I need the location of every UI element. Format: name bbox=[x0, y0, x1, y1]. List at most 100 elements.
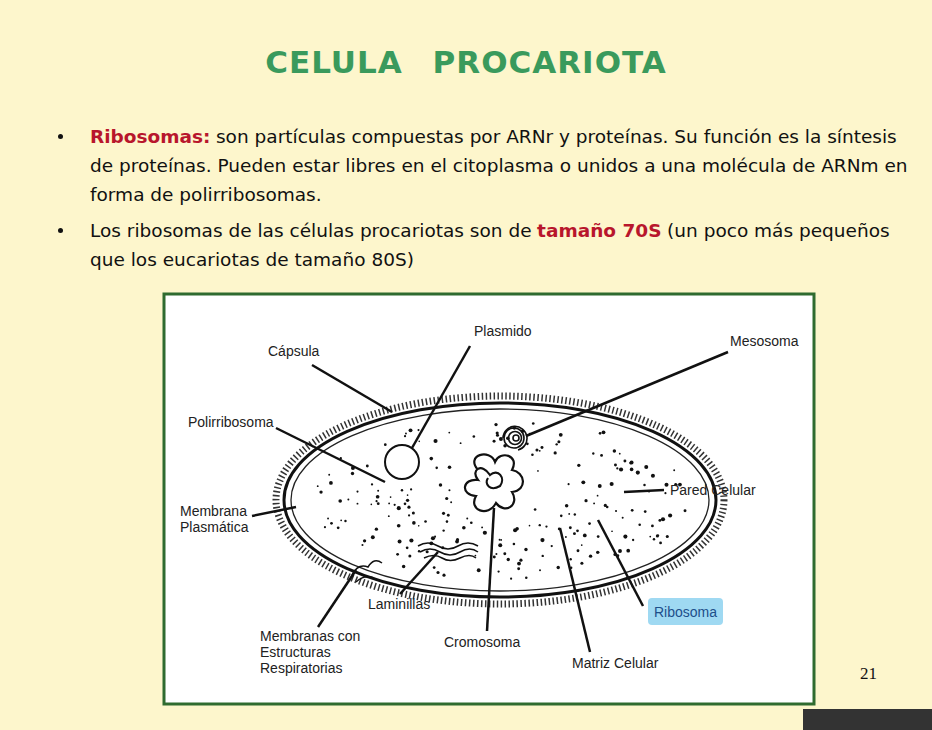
ribosome-dot bbox=[626, 549, 630, 553]
ribosome-dot bbox=[406, 546, 409, 549]
ribosome-dot bbox=[636, 471, 640, 475]
ribosome-dot bbox=[666, 535, 669, 538]
ribosome-dot bbox=[477, 568, 481, 572]
ribosome-dot bbox=[560, 515, 563, 518]
ribosome-dot bbox=[556, 566, 559, 569]
highlighted-label: Ribosoma bbox=[648, 598, 723, 625]
ribosome-dot bbox=[401, 489, 403, 491]
ribosome-dot bbox=[450, 501, 452, 503]
ribosome-dot bbox=[496, 431, 499, 434]
ribosome-dot bbox=[388, 502, 390, 504]
ribosome-dot bbox=[604, 504, 607, 507]
ribosome-dot bbox=[337, 526, 340, 529]
ribosome-dot bbox=[433, 439, 437, 443]
ribosome-dot bbox=[539, 524, 541, 526]
ribosome-dot bbox=[507, 558, 510, 561]
ribosome-dot bbox=[494, 423, 497, 426]
ribosome-dot bbox=[576, 529, 579, 532]
ribosome-dot bbox=[448, 489, 450, 491]
ribosome-dot bbox=[597, 495, 599, 497]
ribosome-dot bbox=[377, 490, 379, 492]
ribosome-dot bbox=[630, 468, 634, 472]
ribosome-dot bbox=[375, 527, 378, 530]
ribosome-dot bbox=[598, 484, 602, 488]
ribosome-dot bbox=[521, 430, 524, 433]
ribosome-dot bbox=[503, 444, 507, 448]
ribosome-dot bbox=[526, 442, 529, 445]
highlight-term: tamaño 70S bbox=[537, 220, 661, 241]
bullet-text: son partículas compuestas por ARNr y pro… bbox=[90, 126, 908, 205]
prokaryotic-cell bbox=[276, 396, 724, 604]
plasma-membrane bbox=[291, 409, 709, 591]
part-label: Pared Celular bbox=[670, 482, 756, 498]
ribosome-dot bbox=[535, 449, 538, 452]
ribosome-dot bbox=[551, 545, 553, 547]
ribosome-dot bbox=[539, 569, 541, 571]
ribosome-dot bbox=[649, 536, 651, 538]
ribosome-dot bbox=[529, 525, 531, 527]
ribosome-dot bbox=[618, 549, 622, 553]
ribosome-dot bbox=[610, 482, 614, 486]
ribosome-dot bbox=[519, 559, 522, 562]
ribosome-dot bbox=[539, 450, 541, 452]
ribosome-dots bbox=[317, 422, 687, 580]
ribosome-dot bbox=[614, 464, 617, 467]
ribosome-dot bbox=[405, 433, 407, 435]
ribosome-dot bbox=[493, 440, 496, 443]
ribosome-dot bbox=[592, 452, 594, 454]
ribosome-dot bbox=[357, 503, 359, 505]
ribosome-dot bbox=[319, 490, 322, 493]
part-label: Membranas con Estructuras Respiratorias bbox=[260, 628, 370, 676]
ribosome-dot bbox=[483, 531, 487, 535]
ribosome-dot bbox=[623, 535, 627, 539]
ribosome-dot bbox=[407, 506, 410, 509]
ribosome-dot bbox=[569, 526, 572, 529]
ribosome-dot bbox=[593, 502, 595, 504]
ribosome-dot bbox=[377, 502, 380, 505]
ribosome-dot bbox=[565, 536, 567, 538]
ribosome-dot bbox=[619, 453, 621, 455]
ribosome-dot bbox=[493, 555, 496, 558]
ribosome-dot bbox=[448, 432, 450, 434]
part-label: Ribosoma bbox=[654, 604, 717, 620]
ribosome-dot bbox=[398, 539, 402, 543]
figure-frame bbox=[164, 294, 814, 704]
ribosome-dot bbox=[340, 519, 342, 521]
ribosome-dot bbox=[574, 513, 576, 515]
ribosome-dot bbox=[615, 510, 617, 512]
ribosome-dot bbox=[499, 539, 501, 541]
ribosome-dot bbox=[658, 519, 661, 522]
ribosome-dot bbox=[338, 499, 342, 503]
ribosome-dot bbox=[409, 538, 413, 542]
ribosome-dot bbox=[602, 430, 606, 434]
ribosome-dot bbox=[429, 541, 433, 545]
ribosome-dot bbox=[588, 522, 591, 525]
ribosome-dot bbox=[541, 555, 543, 557]
ribosome-dot bbox=[597, 535, 600, 538]
ribosome-dot bbox=[661, 517, 665, 521]
mesosome-spiral bbox=[503, 426, 527, 450]
ribosome-dot bbox=[324, 526, 326, 528]
ribosome-dot bbox=[442, 529, 444, 531]
part-label: Membrana Plasmática bbox=[180, 503, 260, 535]
ribosome-dot bbox=[545, 525, 547, 527]
chromosome bbox=[465, 454, 523, 511]
bullet-item: Ribosomas:son partículas compuestas por … bbox=[90, 122, 925, 209]
ribosome-dot bbox=[384, 443, 387, 446]
ribosome-dot bbox=[327, 518, 329, 520]
ribosome-dot bbox=[656, 534, 659, 537]
ribosome-dot bbox=[644, 510, 647, 513]
ribosome-dot bbox=[638, 523, 641, 526]
ribosome-dot bbox=[431, 536, 435, 540]
ribosome-dot bbox=[580, 562, 583, 565]
lamellae bbox=[418, 543, 478, 561]
cell-wall bbox=[284, 403, 716, 597]
ribosome-dot bbox=[644, 465, 648, 469]
ribosome-dot bbox=[363, 539, 366, 542]
ribosome-dot bbox=[613, 449, 616, 452]
ribosome-dot bbox=[651, 474, 655, 478]
ribosome-dot bbox=[371, 535, 375, 539]
ribosome-dot bbox=[371, 504, 373, 506]
ribosome-dot bbox=[554, 451, 557, 454]
ribosome-dot bbox=[577, 549, 580, 552]
